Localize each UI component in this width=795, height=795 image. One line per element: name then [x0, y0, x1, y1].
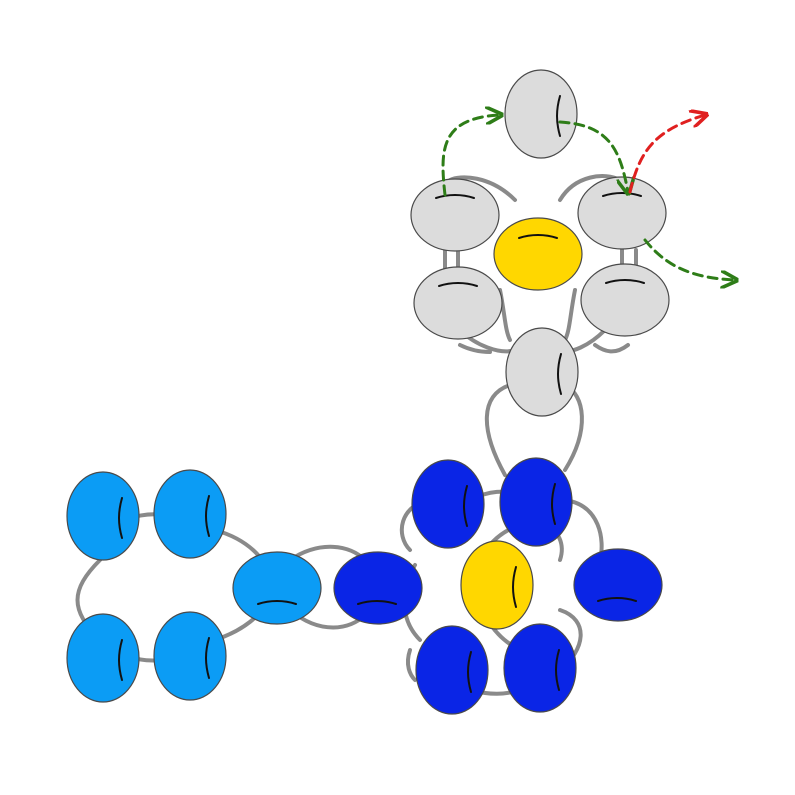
- bead-markings: [118, 95, 645, 693]
- gray-bead: [580, 263, 670, 337]
- link: [458, 343, 492, 354]
- gray-bead: [577, 176, 667, 250]
- green-arrow: [558, 120, 628, 192]
- red-arrow: [628, 115, 705, 194]
- light-blue-bead: [66, 471, 140, 561]
- light-blue-bead: [153, 469, 227, 559]
- dark-blue-bead: [411, 459, 485, 549]
- link: [405, 648, 417, 682]
- gray-bead: [504, 69, 578, 159]
- light-blue-bead: [232, 551, 322, 625]
- links: [75, 174, 638, 696]
- gray-cluster: [410, 69, 670, 417]
- dark-blue-bead: [415, 625, 489, 715]
- yellow-center-bead: [493, 217, 583, 291]
- dark-blue-bead: [499, 457, 573, 547]
- arrows: [441, 115, 735, 280]
- link: [563, 288, 577, 342]
- dark-blue-bead: [503, 623, 577, 713]
- dark-blue-cluster: [333, 457, 663, 715]
- yellow-center-bead: [460, 540, 534, 630]
- light-blue-cluster: [66, 469, 322, 703]
- light-blue-bead: [153, 611, 227, 701]
- green-arrow: [441, 115, 500, 197]
- light-blue-bead: [66, 613, 140, 703]
- link: [593, 343, 630, 354]
- gray-bead: [505, 327, 579, 417]
- gray-bead: [413, 266, 503, 340]
- gray-bead: [410, 178, 500, 252]
- link: [484, 383, 512, 477]
- dark-blue-bead: [573, 548, 663, 622]
- dark-blue-bead: [333, 551, 423, 625]
- green-arrow: [643, 238, 735, 280]
